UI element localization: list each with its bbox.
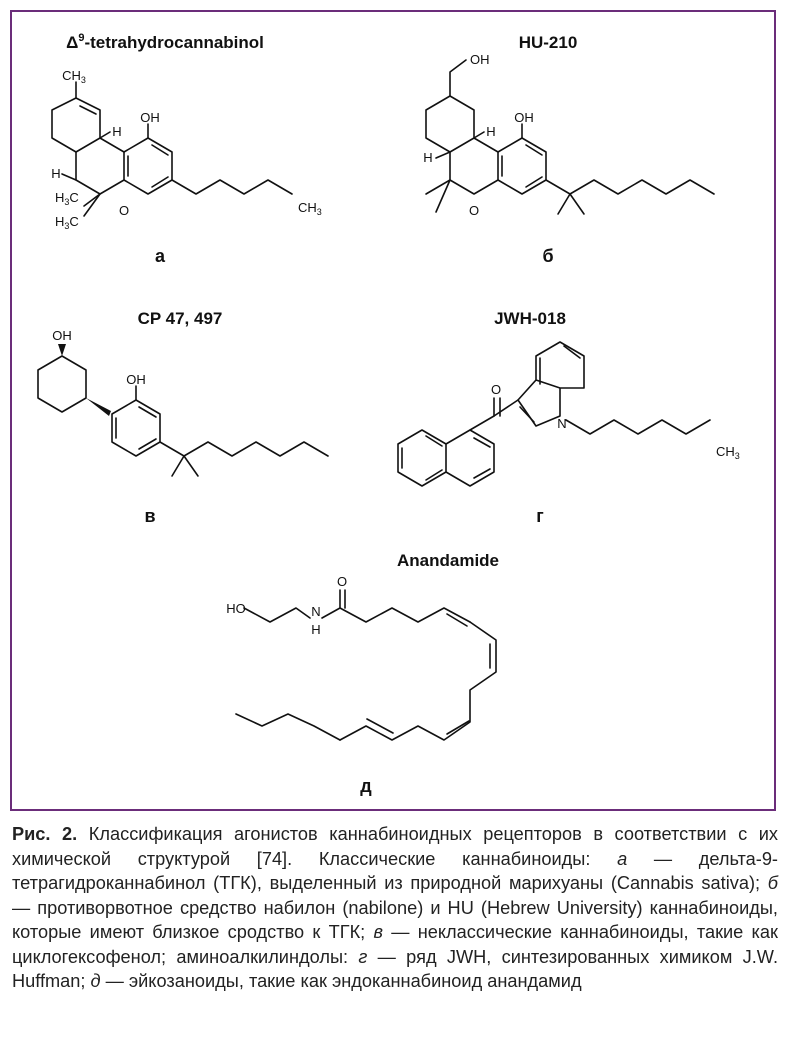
caption-segment: Классификация агонистов каннабиноидных р… — [12, 824, 778, 869]
thc-structure: Δ9-tetrahydrocannabinol CH3 OH H H H3C H… — [51, 32, 322, 266]
hu210-ring-b — [449, 137, 499, 195]
cp-title: CP 47, 497 — [138, 309, 223, 328]
anandamide-ho: HO — [226, 601, 246, 616]
caption-letter-v: в — [373, 922, 384, 942]
anandamide-title: Anandamide — [397, 551, 499, 570]
jwh-naphthalene — [397, 429, 495, 487]
thc-ring-c — [51, 97, 101, 153]
cp-letter: в — [144, 506, 155, 526]
cp-structure: CP 47, 497 OH OH в — [37, 309, 329, 526]
anandamide-letter: д — [360, 776, 372, 796]
hu210-oh: OH — [514, 110, 534, 125]
jwh-ch3: CH3 — [716, 444, 740, 461]
hu210-letter: б — [542, 246, 553, 266]
figure-caption: Рис. 2. Классификация агонистов каннабин… — [12, 822, 778, 994]
anandamide-chain-mid — [339, 621, 497, 741]
thc-letter: а — [155, 246, 166, 266]
structures-panel: Δ9-tetrahydrocannabinol CH3 OH H H H3C H… — [37, 32, 740, 796]
anandamide-n: N — [311, 604, 320, 619]
jwh-n: N — [557, 416, 566, 431]
hu210-ring-a — [497, 137, 547, 195]
anandamide-structure: Anandamide HO N H O д — [226, 551, 499, 796]
caption-segment: — ряд JWH, синтезированных химиком J.W. … — [12, 946, 778, 992]
thc-ring-b — [75, 137, 125, 195]
anandamide-chain-tail — [235, 713, 341, 741]
cp-cyclohexane — [37, 355, 87, 413]
anandamide-o: O — [337, 574, 347, 589]
hu210-o-ring: O — [469, 203, 479, 218]
thc-ring-a — [123, 137, 173, 195]
thc-title: Δ9-tetrahydrocannabinol — [66, 32, 264, 52]
caption-letter-g: г — [358, 946, 368, 967]
hu210-title: HU-210 — [519, 33, 578, 52]
hu210-ring-c — [425, 95, 475, 153]
anandamide-chain-head — [243, 607, 471, 623]
thc-h3c-2: H3C — [55, 214, 79, 231]
thc-h-left: H — [51, 166, 60, 181]
jwh-indole — [517, 341, 585, 427]
cp-oh: OH — [126, 372, 146, 387]
caption-label: Рис. 2. — [12, 824, 78, 844]
caption-segment: — противорвотное средство набилон (nabil… — [12, 897, 778, 943]
hu210-h-left: H — [423, 150, 432, 165]
jwh-o: O — [491, 382, 501, 397]
thc-o-ring: O — [119, 203, 129, 218]
jwh-letter: г — [536, 506, 544, 526]
cp-oh-top: OH — [52, 328, 72, 343]
caption-letter-b: б — [767, 873, 778, 893]
thc-oh: OH — [140, 110, 160, 125]
thc-h3c-1: H3C — [55, 190, 79, 207]
thc-ch3-top: CH3 — [62, 68, 86, 85]
caption-segment: — эйкозаноиды, такие как эндоканнабиноид… — [100, 971, 582, 991]
jwh-title: JWH-018 — [494, 309, 566, 328]
hu210-oh-top: OH — [470, 52, 490, 67]
caption-segment: — неклассические каннабиноиды, такие как… — [12, 922, 778, 967]
jwh-structure: JWH-018 O N CH3 г — [397, 309, 740, 526]
anandamide-h: H — [311, 622, 320, 637]
thc-h-top: H — [112, 124, 121, 139]
hu210-h-top: H — [486, 124, 495, 139]
thc-ch3-tail: CH3 — [298, 200, 322, 217]
caption-segment: — дельта-9-тетрагидроканнабинол (ТГК), в… — [12, 848, 778, 894]
caption-letter-a: а — [617, 848, 628, 869]
caption-letter-d: д — [90, 971, 101, 991]
cp-phenol-ring — [111, 399, 161, 457]
hu210-structure: HU-210 OH OH H H O б — [423, 33, 715, 266]
